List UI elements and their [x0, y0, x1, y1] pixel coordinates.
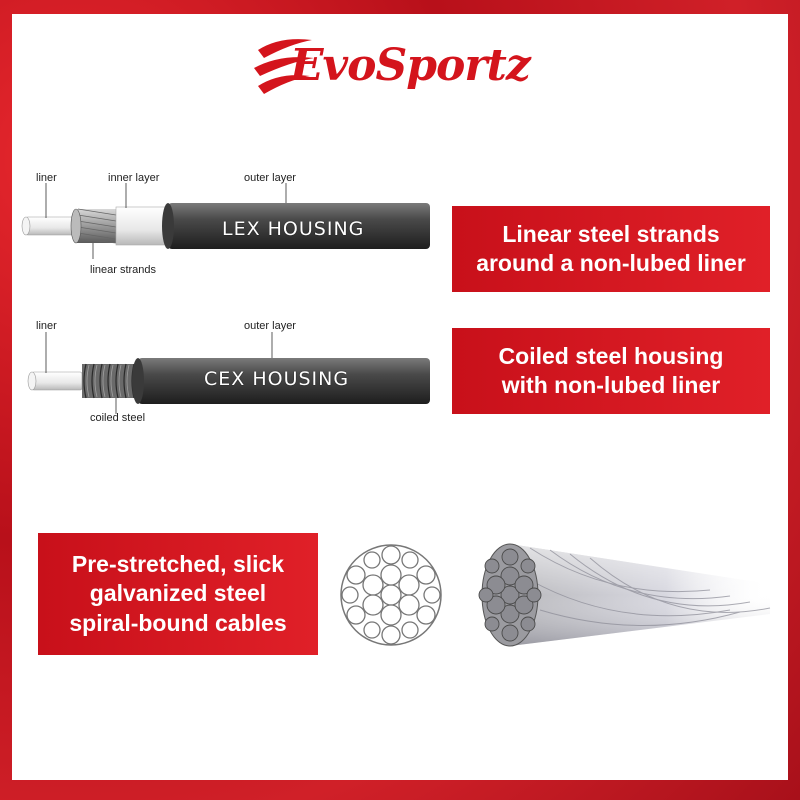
lex-caption-box: Linear steel strands around a non-lubed … — [452, 206, 770, 292]
cex-caption-box: Coiled steel housing with non-lubed line… — [452, 328, 770, 414]
brand-logo — [254, 39, 314, 94]
lex-caption-line-2: around a non-lubed liner — [476, 250, 746, 276]
lex-inner-layer-label: inner layer — [108, 172, 160, 184]
cex-coiled-steel-label: coiled steel — [90, 412, 146, 424]
cable-cross-section-icon — [340, 544, 442, 646]
cable-strand-illustration — [478, 543, 771, 647]
cex-caption-line-2: with non-lubed liner — [501, 372, 721, 398]
lex-outer-layer-label: outer layer — [244, 172, 296, 184]
cex-housing-text: CEX HOUSING — [204, 368, 350, 390]
lex-liner-label: liner — [36, 172, 57, 184]
cable-caption-line-1: Pre-stretched, slick — [71, 550, 285, 577]
cable-caption-box: Pre-stretched, slick galvanized steel sp… — [38, 533, 318, 655]
cex-liner-label: liner — [36, 320, 57, 332]
cable-caption-line-2: galvanized steel — [89, 580, 267, 607]
cex-housing-illustration — [27, 332, 430, 414]
lex-caption-line-1: Linear steel strands — [502, 220, 720, 247]
cable-caption-line-3: spiral-bound cables — [69, 609, 287, 636]
cex-outer-layer-label: outer layer — [244, 320, 296, 332]
lex-housing-illustration — [21, 183, 430, 259]
cex-caption-line-1: Coiled steel housing — [498, 342, 724, 369]
brand-name: EvoSportz — [290, 40, 531, 91]
lex-linear-strands-label: linear strands — [90, 264, 157, 276]
lex-housing-text: LEX HOUSING — [222, 218, 365, 240]
